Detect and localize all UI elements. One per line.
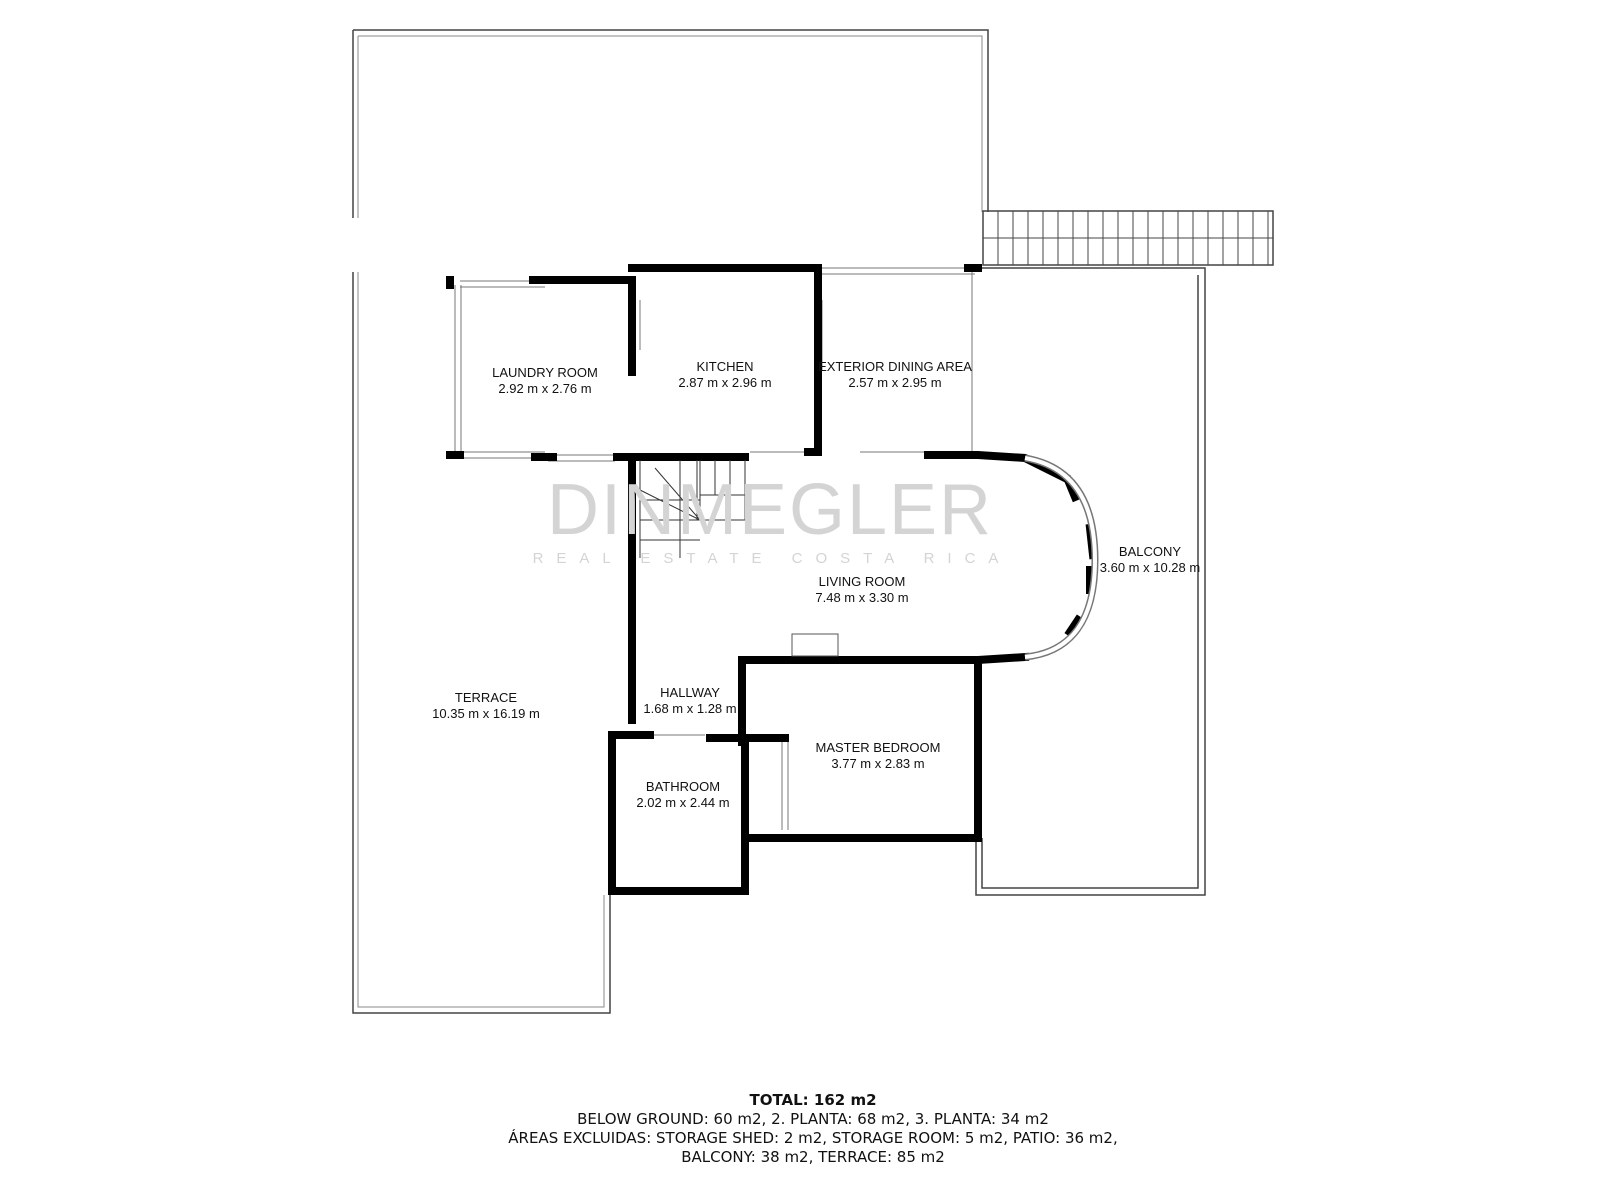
summary-line-2: ÁREAS EXCLUIDAS: STORAGE SHED: 2 m2, STO… (508, 1129, 1118, 1147)
summary-line-3: BALCONY: 38 m2, TERRACE: 85 m2 (681, 1148, 945, 1166)
room-name: TERRACE (454, 690, 518, 705)
wall (531, 453, 749, 724)
room-size: 7.48 m x 3.30 m (815, 590, 909, 605)
terrace-outline (352, 29, 989, 1014)
fireplace (791, 633, 839, 657)
room-name: MASTER BEDROOM (815, 740, 941, 755)
wall (924, 264, 1071, 484)
room-name: LAUNDRY ROOM (492, 365, 598, 380)
wall (446, 264, 822, 459)
balcony-outline (975, 267, 1206, 896)
room-size: 3.77 m x 2.83 m (831, 756, 925, 771)
room-size: 2.02 m x 2.44 m (636, 795, 730, 810)
room-name: BALCONY (1118, 544, 1182, 559)
summary-line-1: BELOW GROUND: 60 m2, 2. PLANTA: 68 m2, 3… (577, 1110, 1049, 1128)
area-summary: TOTAL: 162 m2 BELOW GROUND: 60 m2, 2. PL… (508, 1091, 1117, 1167)
room-size: 1.68 m x 1.28 m (643, 701, 737, 716)
room-name: KITCHEN (696, 359, 754, 374)
interior-stairs (639, 460, 746, 558)
room-size: 2.92 m x 2.76 m (498, 381, 592, 396)
total-area: TOTAL: 162 m2 (749, 1091, 877, 1109)
watermark-tagline: REAL ESTATE COSTA RICA (532, 550, 1012, 567)
room-name: LIVING ROOM (818, 574, 906, 589)
room-name: HALLWAY (660, 685, 720, 700)
room-size: 2.57 m x 2.95 m (848, 375, 942, 390)
room-name: EXTERIOR DINING AREA (818, 359, 972, 374)
room-size: 2.87 m x 2.96 m (678, 375, 772, 390)
watermark-brand: DINMEGLER (546, 470, 994, 550)
wall (608, 731, 789, 895)
room-size: 3.60 m x 10.28 m (1099, 560, 1201, 575)
wall (741, 661, 982, 842)
room-name: BATHROOM (645, 779, 721, 794)
room-size: 10.35 m x 16.19 m (432, 706, 540, 721)
